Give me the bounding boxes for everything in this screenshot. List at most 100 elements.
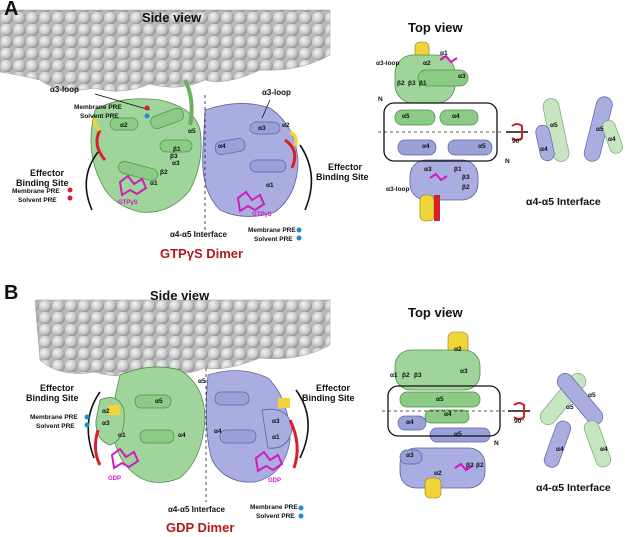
ligand-label-b-left: GDP bbox=[108, 476, 122, 482]
effector-left-a-1: Effector bbox=[30, 168, 65, 178]
side-b-label: α2 bbox=[102, 408, 110, 415]
iface-label-a: α4-α5 Interface bbox=[170, 230, 227, 239]
iface-b-label: α4 bbox=[600, 446, 608, 453]
top-a-label: β1 bbox=[419, 80, 427, 87]
solvent-pre-a3: Solvent PRE bbox=[254, 236, 293, 243]
side-a-blue-label: α2 bbox=[282, 122, 290, 129]
effector-arc-left-b bbox=[87, 391, 101, 459]
side-b-label: α1 bbox=[118, 432, 126, 439]
top-b-label: N bbox=[494, 440, 499, 447]
rot-a: 90° bbox=[512, 138, 522, 145]
interface-a bbox=[535, 96, 624, 162]
gtpys-dimer-title: GTPγS Dimer bbox=[160, 246, 244, 261]
side-a-green-label: α2 bbox=[120, 122, 128, 129]
side-a-blue-label: α4 bbox=[218, 143, 226, 150]
top-a-label: α4 bbox=[452, 113, 460, 120]
solvent-pre-a1: Solvent PRE bbox=[80, 113, 119, 120]
side-a-green-label: α1 bbox=[150, 180, 158, 187]
top-a-label: β3 bbox=[462, 174, 470, 181]
iface-title-b: α4-α5 Interface bbox=[536, 482, 611, 494]
blue-protomer-a bbox=[202, 103, 299, 217]
effector-left-b-1: Effector bbox=[40, 383, 75, 393]
top-view-title-b: Top view bbox=[408, 305, 463, 320]
side-a-green-label: β3 bbox=[170, 153, 178, 160]
top-view-b bbox=[382, 331, 530, 499]
panel-b-letter: B bbox=[4, 282, 19, 304]
green-protomer-b bbox=[93, 366, 206, 483]
effector-left-b-2: Binding Site bbox=[26, 393, 79, 403]
ligand-label-b-right: GDP bbox=[268, 478, 282, 484]
effector-right-b-1: Effector bbox=[316, 383, 351, 393]
top-view-a bbox=[378, 41, 528, 222]
effector-arc-right-b bbox=[295, 389, 309, 459]
iface-b-label: α5 bbox=[566, 404, 574, 411]
side-view-title-a: Side view bbox=[142, 10, 202, 25]
side-b-label: α5 bbox=[198, 378, 206, 385]
ligand-left-a bbox=[118, 174, 148, 197]
top-a-label: α3 bbox=[458, 73, 466, 80]
iface-b-label: α5 bbox=[588, 392, 596, 399]
membrane-pre-b2: Membrane PRE bbox=[250, 504, 298, 511]
top-b-label: β2 bbox=[476, 462, 484, 469]
top-a-label: α3 bbox=[424, 166, 432, 173]
membrane-b bbox=[34, 299, 331, 377]
side-b-label: α5 bbox=[155, 398, 163, 405]
iface-a-label: α5 bbox=[596, 126, 604, 133]
side-a-green-label: β1 bbox=[173, 146, 181, 153]
top-b-label: β3 bbox=[414, 372, 422, 379]
ligand-right-a bbox=[236, 190, 266, 213]
top-a-label: α5 bbox=[402, 113, 410, 120]
gdp-dimer-title: GDP Dimer bbox=[166, 520, 235, 535]
side-a-green-label: α3 bbox=[172, 160, 180, 167]
side-a-green-label: β2 bbox=[160, 169, 168, 176]
membrane-a bbox=[0, 9, 331, 92]
green-protomer-a bbox=[90, 79, 202, 213]
side-view-title-b: Side view bbox=[150, 288, 210, 303]
membrane-pre-a3: Membrane PRE bbox=[248, 227, 296, 234]
ligand-left-b bbox=[110, 447, 140, 470]
membrane-pre-a1: Membrane PRE bbox=[74, 104, 122, 111]
a3loop-right-a: α3-loop bbox=[262, 88, 291, 97]
iface-a-label: α5 bbox=[550, 122, 558, 129]
top-a-label: β3 bbox=[408, 80, 416, 87]
top-a-label: N bbox=[505, 158, 510, 165]
solvent-pre-a2: Solvent PRE bbox=[18, 197, 57, 204]
side-b-label: α4 bbox=[178, 432, 186, 439]
side-b-label: α1 bbox=[272, 434, 280, 441]
effector-arc-right-a bbox=[299, 144, 313, 211]
solvent-pre-b1: Solvent PRE bbox=[36, 423, 75, 430]
solvent-pre-b2: Solvent PRE bbox=[256, 513, 295, 520]
top-a-label: α3-loop bbox=[386, 186, 410, 193]
effector-right-a-2: Binding Site bbox=[316, 172, 369, 182]
effector-right-a-1: Effector bbox=[328, 162, 363, 172]
iface-label-b: α4-α5 Interface bbox=[168, 505, 225, 514]
iface-b-label: α4 bbox=[556, 446, 564, 453]
side-b-label: α4 bbox=[214, 428, 222, 435]
effector-left-a-2: Binding Site bbox=[16, 178, 69, 188]
top-b-label: α5 bbox=[436, 396, 444, 403]
iface-a-label: α4 bbox=[608, 136, 616, 143]
top-b-label: α3 bbox=[460, 368, 468, 375]
top-b-label: α3 bbox=[406, 452, 414, 459]
top-b-label: α4 bbox=[444, 411, 452, 418]
effector-arc-left-a bbox=[85, 151, 99, 211]
side-a-blue-label: α3 bbox=[258, 125, 266, 132]
top-b-label: α2 bbox=[454, 346, 462, 353]
interface-b bbox=[539, 373, 612, 468]
top-a-label: α5 bbox=[478, 143, 486, 150]
top-a-label: α2 bbox=[423, 60, 431, 67]
side-a-green-label: α5 bbox=[188, 128, 196, 135]
iface-a-label: α4 bbox=[540, 146, 548, 153]
membrane-pre-a2: Membrane PRE bbox=[12, 188, 60, 195]
top-a-label: α3-loop bbox=[376, 60, 400, 67]
side-b-label: α3 bbox=[272, 418, 280, 425]
top-a-label: N bbox=[378, 96, 383, 103]
top-a-label: α4 bbox=[422, 143, 430, 150]
top-b-label: β3 bbox=[466, 462, 474, 469]
top-a-label: β1 bbox=[454, 166, 462, 173]
effector-right-b-2: Binding Site bbox=[302, 393, 355, 403]
top-b-label: α2 bbox=[434, 470, 442, 477]
panel-a-letter: A bbox=[4, 0, 19, 20]
rot-b: 90° bbox=[514, 418, 524, 425]
